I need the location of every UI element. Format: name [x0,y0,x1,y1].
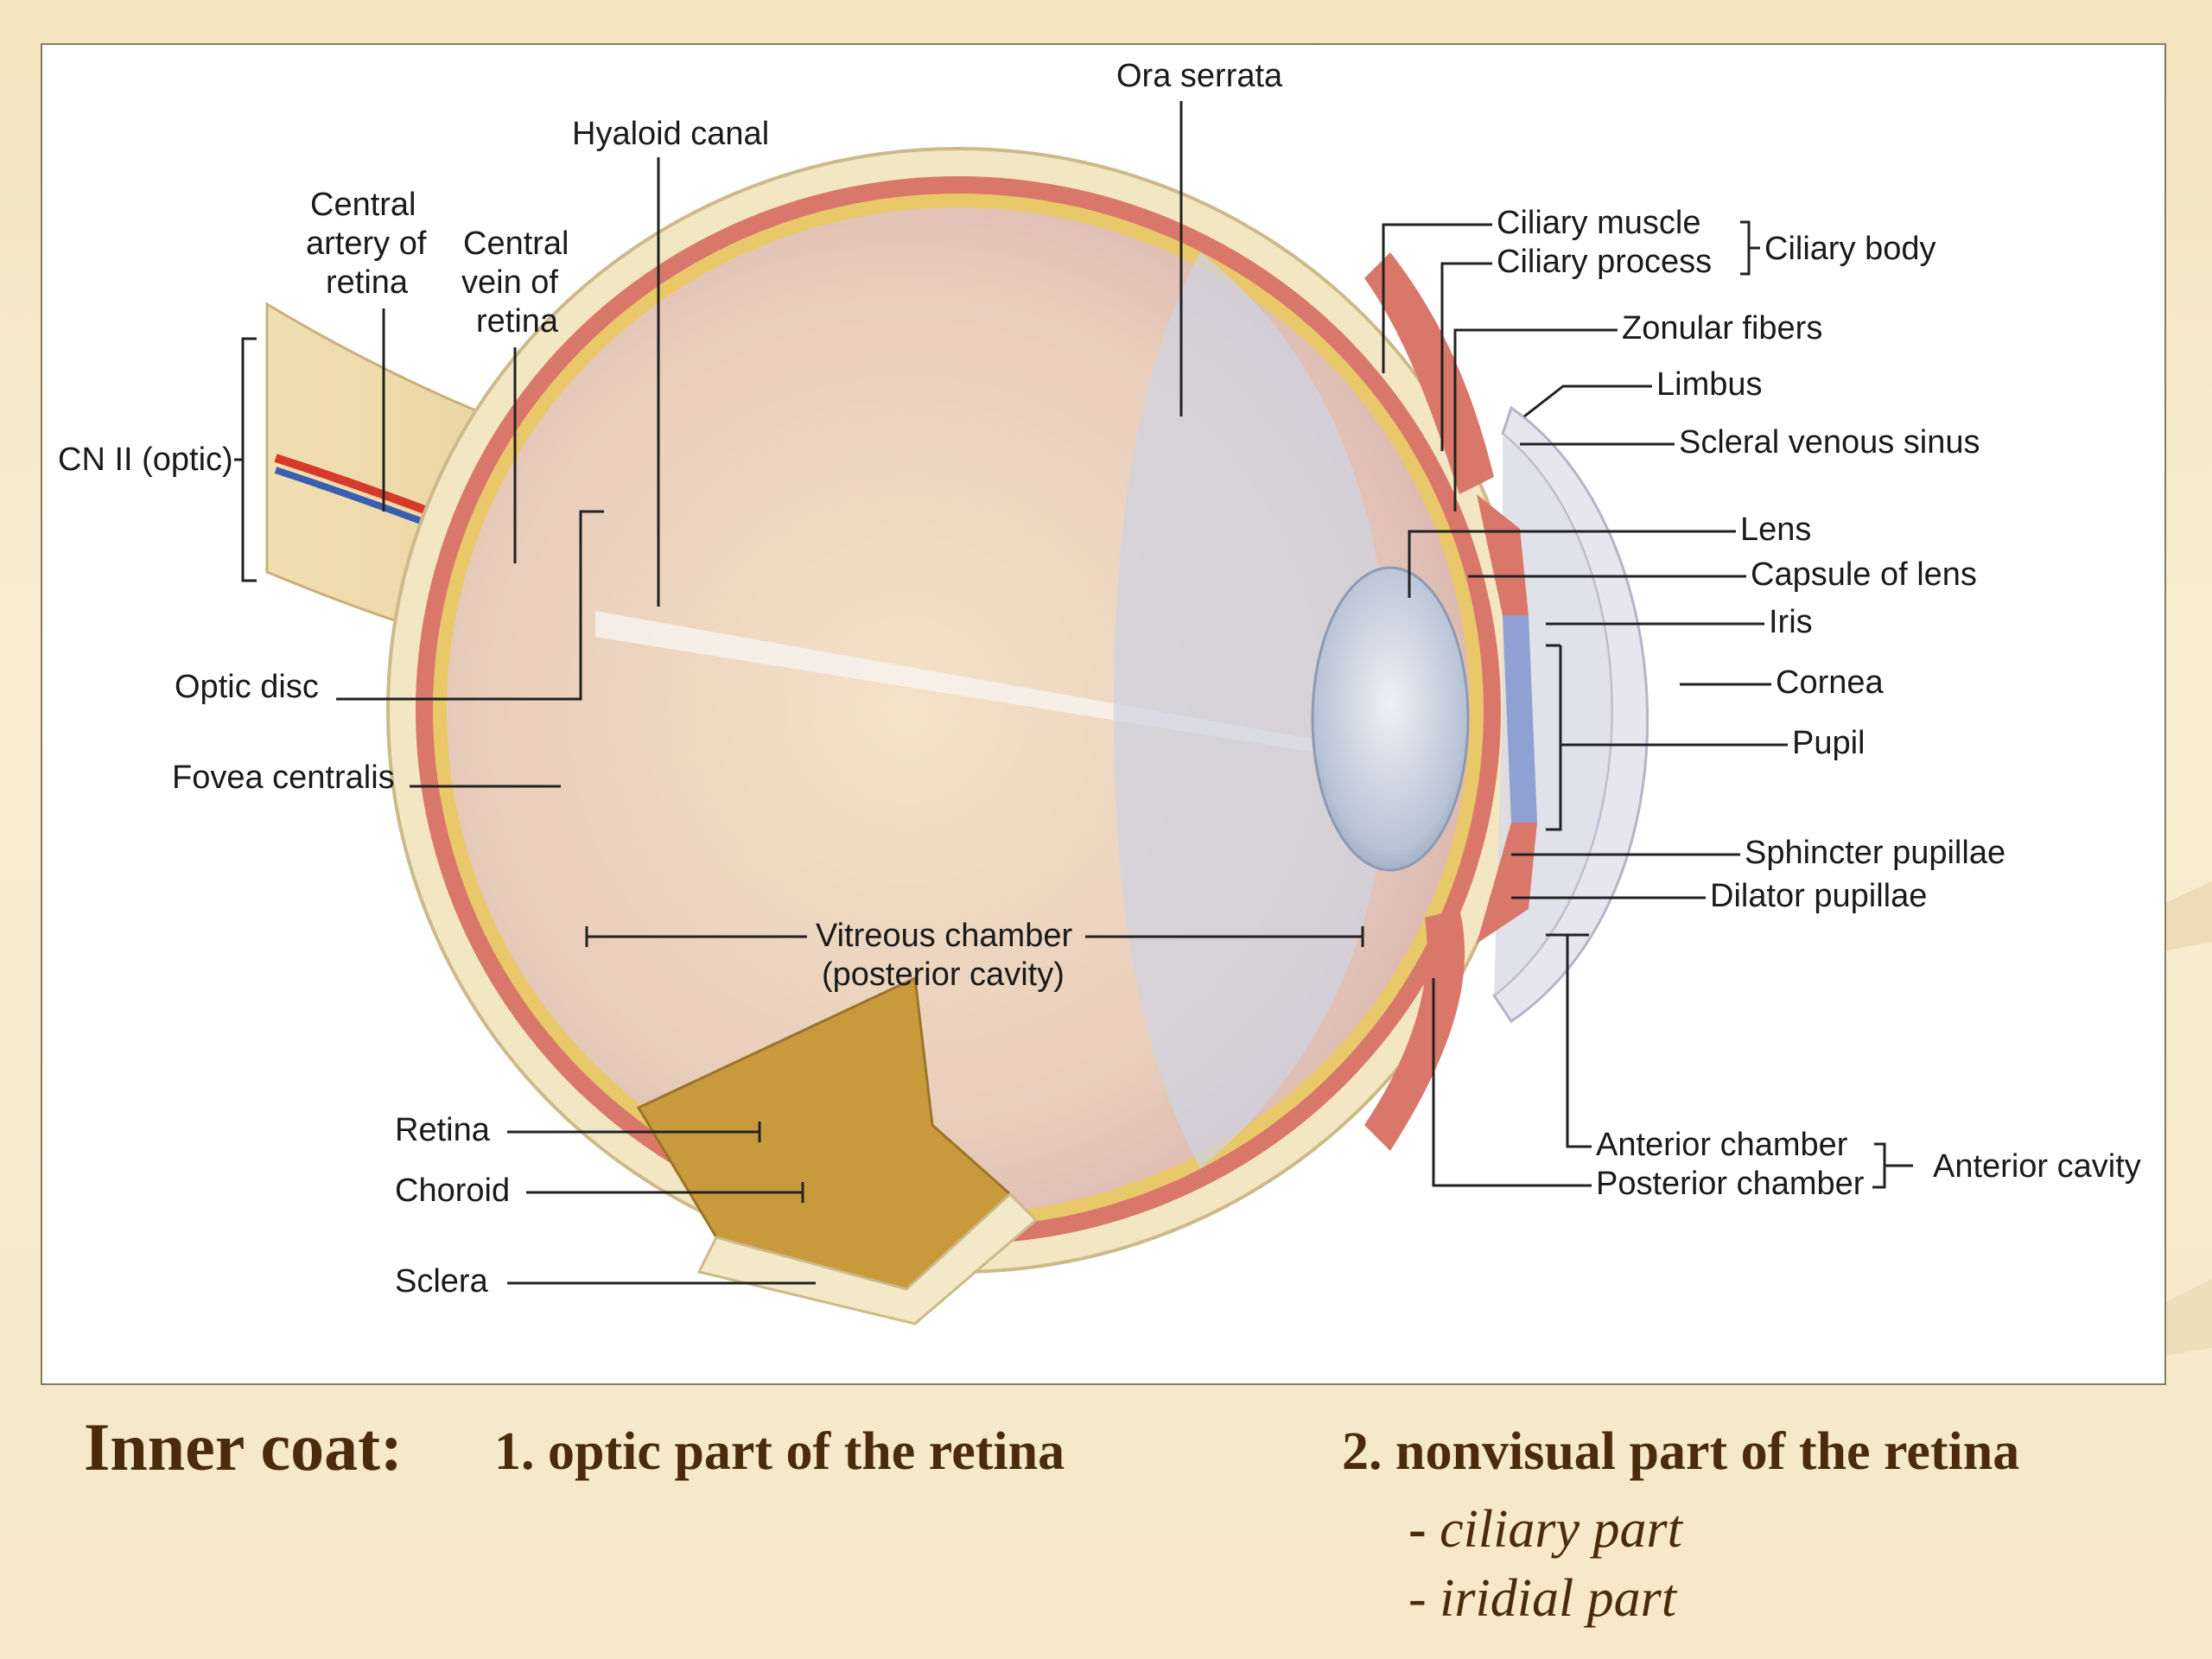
ciliary-region [1114,252,1390,1168]
label-posterior-chamber: Posterior chamber [1596,1166,1865,1202]
iridial-part-text: iridial part [1440,1569,1677,1628]
label-zonular-fibers: Zonular fibers [1622,310,1822,346]
label-central-vein-2: vein of [461,264,558,301]
label-fovea-centralis: Fovea centralis [172,760,395,796]
label-central-vein-1: Central [463,226,569,262]
eye-diagram: Ora serrata Hyaloid canal Central artery… [58,58,2141,1325]
figure-frame: Ora serrata Hyaloid canal Central artery… [41,43,2166,1385]
dash-1: - [1408,1500,1440,1559]
label-choroid: Choroid [395,1173,510,1209]
label-lens: Lens [1740,512,1811,548]
label-anterior-chamber: Anterior chamber [1596,1127,1848,1163]
ciliary-part-text: ciliary part [1440,1500,1682,1559]
ciliary-body-lower [1364,909,1465,1151]
caption-optic-part: 1. optic part of the retina [494,1422,1065,1481]
caption-nonvisual-part: 2. nonvisual part of the retina [1342,1422,2020,1481]
label-sclera: Sclera [395,1263,489,1300]
label-scleral-venous-sinus: Scleral venous sinus [1679,424,1980,461]
label-cornea: Cornea [1776,664,1884,701]
label-anterior-cavity: Anterior cavity [1933,1148,2141,1185]
ciliary-body-shape [1364,252,1494,494]
dash-2: - [1408,1569,1440,1628]
lens-shape [1311,566,1470,872]
label-central-artery-1: Central [310,187,416,223]
label-retina: Retina [395,1112,491,1148]
caption-title: Inner coat: [84,1409,404,1484]
label-optic-disc: Optic disc [175,669,319,705]
label-hyaloid-canal: Hyaloid canal [572,116,769,152]
label-ora-serrata: Ora serrata [1116,58,1283,94]
label-ciliary-process: Ciliary process [1497,244,1712,280]
label-dilator-pupillae: Dilator pupillae [1710,878,1927,914]
label-pupil: Pupil [1792,725,1866,761]
cutaway-sclera [696,1192,1039,1325]
label-ciliary-body: Ciliary body [1764,231,1936,267]
label-central-artery-3: retina [326,264,409,301]
caption-iridial-part: - iridial part [1408,1568,1676,1630]
caption-ciliary-part: - ciliary part [1408,1499,1682,1560]
cornea-shape [1491,405,1649,1024]
label-iris: Iris [1769,604,1813,640]
label-cn-ii: CN II (optic) [58,442,233,478]
label-vitreous-chamber: Vitreous chamber [816,918,1072,954]
iris-upper [1477,494,1529,615]
label-central-vein-3: retina [476,303,559,340]
label-limbus: Limbus [1656,366,1763,403]
label-posterior-cavity: (posterior cavity) [822,957,1065,993]
iris-lower [1477,823,1537,944]
label-ciliary-muscle: Ciliary muscle [1497,205,1700,241]
label-sphincter-pupillae: Sphincter pupillae [1745,835,2005,871]
label-capsule-of-lens: Capsule of lens [1751,556,1977,593]
label-central-artery-2: artery of [306,226,427,262]
iris-shape [1503,615,1537,823]
